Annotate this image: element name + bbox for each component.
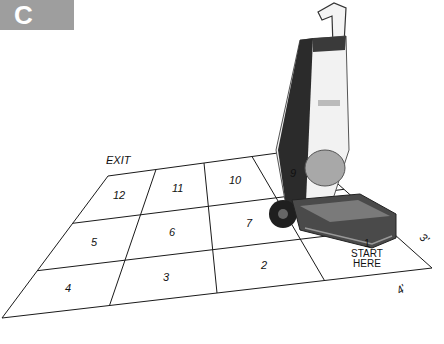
- exit-label: EXIT: [106, 155, 130, 166]
- square-number: 10: [229, 175, 241, 186]
- square-number: 12: [113, 190, 125, 201]
- square-number: 7: [246, 218, 252, 229]
- head-top: [300, 200, 390, 222]
- section-badge: C: [0, 0, 74, 30]
- square-number: 9: [290, 168, 296, 179]
- machine-body: [276, 36, 349, 206]
- handle-collar: [313, 36, 346, 52]
- square-number: 11: [172, 183, 183, 194]
- rear-column: [278, 38, 313, 206]
- square-number: 4: [65, 283, 71, 294]
- dimension-label: 3': [417, 232, 430, 246]
- square-number: 2: [261, 260, 267, 271]
- square-number: 6: [169, 227, 175, 238]
- floor-grid: [2, 150, 432, 318]
- square-number: 5: [91, 237, 97, 248]
- head-trim: [305, 228, 392, 244]
- brand-strip: [318, 100, 340, 106]
- water-tank: [305, 150, 345, 186]
- grid-line: [110, 170, 157, 306]
- grid-line: [300, 150, 432, 268]
- square-number: 3: [163, 272, 169, 283]
- grid-line: [2, 176, 108, 318]
- section-letter: C: [14, 0, 33, 30]
- carpet-cleaner: [269, 3, 396, 248]
- grid-line: [204, 163, 217, 293]
- cleaning-head: [292, 194, 396, 248]
- wheel-hub: [278, 209, 288, 219]
- dimension-label: 4': [395, 283, 408, 297]
- start-square-label: 1 START HERE: [350, 239, 384, 269]
